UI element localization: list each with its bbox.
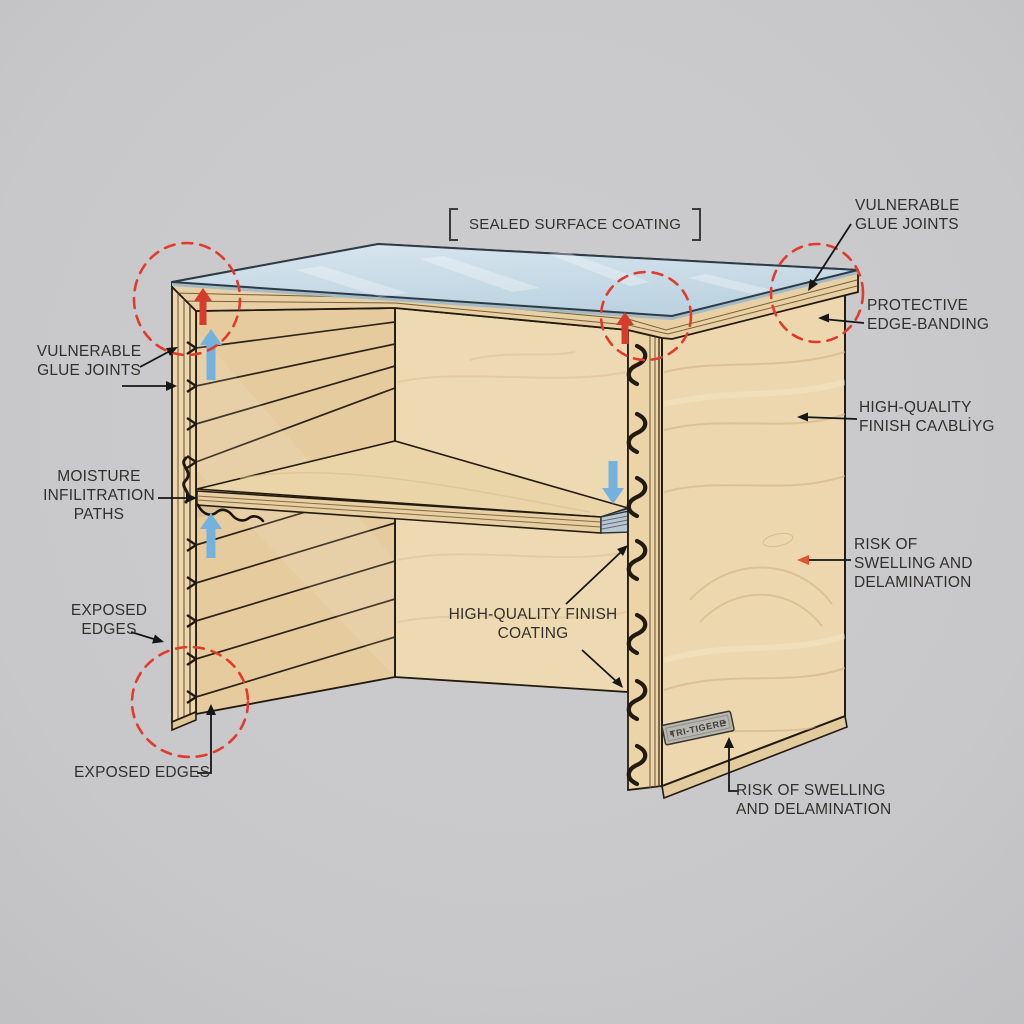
orange-arrowhead	[797, 555, 809, 565]
left-edge-strip	[171, 284, 198, 732]
label-high-quality-finish-right: HIGH-QUALITY FINISH CAΛBLİYG	[859, 398, 995, 436]
label-line: SWELLING AND	[854, 555, 973, 572]
label-line: INFILITRATION	[43, 487, 155, 504]
dashed-circle-top-left	[132, 241, 242, 357]
label-line: AND DELAMINATION	[736, 801, 892, 818]
blue-arrows	[200, 329, 624, 558]
red-up-arrow-left	[194, 288, 212, 325]
label-line: PATHS	[73, 506, 125, 523]
dashed-circle-top-center	[599, 270, 693, 362]
label-line: PROTECTIVE	[867, 297, 969, 314]
label-vulnerable-glue-joints-left: VULNERABLE GLUE JOINTS	[37, 342, 142, 380]
label-line: GLUE JOINTS	[855, 216, 959, 233]
label-line: RISK OF SWELLING	[736, 782, 886, 799]
brand-plaque: TRI-TIGERE	[661, 710, 735, 746]
left-bracket	[449, 207, 458, 241]
right-panel-front-edge	[626, 328, 663, 792]
label-line: MOISTURE	[57, 468, 141, 485]
red-up-arrow-center	[616, 312, 634, 344]
label-line: COATING	[497, 625, 569, 642]
label-line: VULNERABLE	[36, 343, 142, 360]
blue-up-arrow-shelf	[200, 513, 222, 558]
plaque-screw-right	[722, 720, 727, 725]
label-sealed-surface-coating: SEALED SURFACE COATING	[449, 205, 702, 243]
label-risk-swelling-bottom: RISK OF SWELLING AND DELAMINATION	[736, 781, 891, 819]
leader-lines	[122, 223, 865, 792]
label-vulnerable-glue-joints-right: VULNERABLE GLUE JOINTS	[855, 196, 960, 234]
blue-up-arrow-top	[200, 329, 222, 380]
middle-shelf	[196, 440, 635, 534]
leader-arrowheads	[152, 279, 829, 748]
label-protective-edge-banding: PROTECTIVE EDGE-BANDING	[867, 296, 989, 334]
label-line: EXPOSED	[70, 602, 148, 619]
exposed-edge-marks	[186, 341, 198, 704]
label-risk-swelling-right: RISK OF SWELLING AND DELAMINATION	[854, 535, 973, 592]
sealed-surface-coating-text: SEALED SURFACE COATING	[469, 215, 682, 233]
label-line: HIGH-QUALITY	[859, 399, 972, 416]
right-side-panel	[661, 290, 846, 788]
red-dashed-circles	[130, 241, 865, 759]
label-exposed-edges-upper: EXPOSED EDGES	[71, 601, 147, 639]
label-line: DELAMINATION	[854, 574, 972, 591]
dashed-circle-top-right	[769, 242, 865, 344]
glue-joint-marks	[626, 343, 648, 787]
label-line: EDGE-BANDING	[867, 316, 990, 333]
label-exposed-edges-lower: EXPOSED EDGES	[74, 763, 210, 782]
label-line: VULNERABLE	[855, 197, 960, 214]
plank-lines	[195, 321, 396, 698]
plaque-screw-left	[669, 731, 674, 736]
label-moisture-infiltration-paths: MOISTURE INFILITRATION PATHS	[43, 467, 155, 524]
left-strip-bottom-cap	[171, 710, 197, 732]
label-line: HIGH-QUALITY FINISH	[448, 606, 618, 623]
label-line: EXPOSED EDGES	[74, 764, 211, 781]
blue-down-arrow	[602, 461, 624, 504]
label-high-quality-finish-center: HIGH-QUALITY FINISH COATING	[449, 605, 618, 643]
label-line: RISK OF	[854, 536, 918, 553]
dashed-circle-bottom-left	[130, 645, 250, 759]
label-line: FINISH CAΛBLİYG	[859, 418, 995, 435]
red-up-arrows	[194, 288, 634, 344]
label-line: GLUE JOINTS	[37, 362, 141, 379]
right-bracket	[692, 207, 702, 241]
label-line: EDGES	[81, 621, 137, 638]
